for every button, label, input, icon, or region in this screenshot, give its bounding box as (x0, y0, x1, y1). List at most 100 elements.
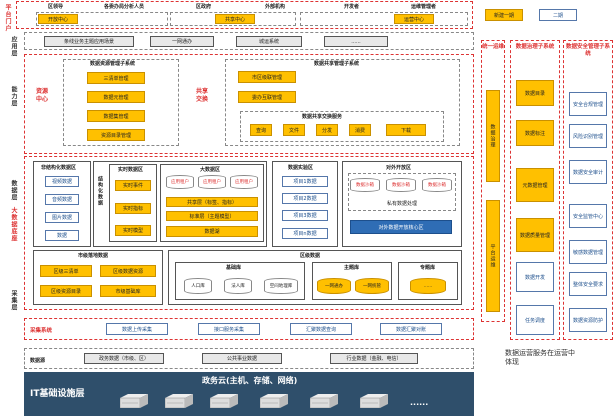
share-center-button[interactable]: 共享中心 (215, 14, 255, 24)
project-2-data: 项目2数据 (282, 193, 328, 204)
role-4: 外部机构 (265, 4, 286, 10)
ops-governance: 数据治理 (486, 90, 500, 182)
upload-collect: 数据上传采集 (106, 323, 168, 335)
collection-layer (24, 318, 474, 340)
sandbox-2: 数据沙箱 (386, 178, 416, 192)
exchange-service (240, 111, 444, 142)
infrastructure-layer (24, 372, 474, 416)
security-column (563, 40, 613, 340)
sandbox-area (348, 173, 456, 211)
audio-data: 音频数据 (45, 194, 79, 205)
bigdata-tenant-1: 应用租户 (166, 175, 194, 189)
other-data: 数据 (45, 230, 79, 241)
ops-portal-area (300, 12, 468, 26)
server-icon (120, 394, 148, 408)
application-layer (24, 32, 474, 50)
committee-link-button[interactable]: 委办互联管理 (238, 91, 296, 103)
sec-risk: 风险识别管理 (569, 124, 607, 148)
exchange-download-button[interactable]: 下载 (386, 124, 426, 136)
bigdata-share-layer: 共享层（标签、指标） (166, 197, 258, 207)
aggregate-query: 汇聚数据查询 (290, 323, 352, 335)
gov-metadata: 元数据管理 (516, 168, 554, 202)
three-list-button[interactable]: 三清单管理 (87, 72, 145, 84)
data-element-button[interactable]: 数据元管理 (87, 91, 145, 103)
server-icon (260, 394, 288, 408)
open-title: 对外开放区 (386, 165, 412, 171)
theme-one-net-serve: 一网通办 (317, 278, 351, 294)
exchange-file-button[interactable]: 文件 (283, 124, 305, 136)
realtime-title: 实时数据区 (118, 167, 144, 173)
project-1-data: 项目1数据 (282, 176, 328, 187)
open-center-button[interactable]: 开放中心 (38, 14, 78, 24)
special-library-zone (398, 262, 458, 300)
ops-center-button[interactable]: 运营中心 (394, 14, 434, 24)
exchange-consume-button[interactable]: 消费 (349, 124, 371, 136)
share-system-title: 数据共享管理子系统 (314, 61, 360, 67)
data-layer (24, 156, 474, 310)
infrastructure-label: IT基础设施层 (30, 389, 85, 399)
role-5: 开发者 (344, 4, 360, 10)
resource-center-label: 资源中心 (36, 88, 49, 103)
sec-audit: 数据安全审计 (569, 160, 607, 184)
gov-development: 数据开发 (516, 262, 554, 292)
gov-catalog: 数据目录 (516, 80, 554, 106)
collection-layer-label: 采集层 (10, 290, 17, 311)
aggregate-reconcile: 数据汇聚对账 (380, 323, 442, 335)
city-base-library: 市级基础库 (100, 285, 156, 297)
application-layer-label: 应用层 (10, 36, 17, 57)
sec-monitor: 安全监管中心 (569, 204, 607, 228)
collection-label: 采集系统 (30, 328, 53, 334)
role-1: 区领导 (48, 4, 64, 10)
realtime-metric: 实时指标 (115, 203, 151, 214)
image-data: 图片数据 (45, 212, 79, 223)
bigdata-lake: 数据湖 (166, 226, 258, 237)
gov-quality: 数据质量管理 (516, 218, 554, 252)
city-district-button[interactable]: 市区级联管理 (238, 71, 296, 83)
server-icon (210, 394, 238, 408)
open-portal-area (36, 12, 168, 26)
project-n-data: 项目n数据 (282, 228, 328, 239)
open-zone (342, 161, 462, 247)
base-library-zone (175, 262, 305, 300)
structured-zone (93, 161, 267, 247)
app-item-city-ops: 城运系统 (236, 36, 302, 47)
resource-catalog-button[interactable]: 资源目录管理 (87, 129, 145, 141)
dataset-button[interactable]: 数据集管理 (87, 110, 145, 122)
data-source-area (24, 348, 474, 369)
exchange-distribute-button[interactable]: 分发 (316, 124, 338, 136)
gov-data-source: 政务数据（市级、区） (84, 353, 164, 364)
interface-collect: 接口服务采集 (198, 323, 260, 335)
ops-note: 数据运营服务在运营中体现 (505, 349, 575, 366)
theme-one-net-manage: 一网统管 (355, 278, 389, 294)
project-title: 数据实验区 (288, 165, 314, 171)
app-item-more: ...... (324, 36, 388, 47)
server-icon (165, 394, 193, 408)
ops-platform: 平台运维 (486, 200, 500, 312)
bigdata-title: 大数据区 (200, 167, 221, 173)
share-exchange-label: 共享交换 (196, 88, 209, 103)
app-item-scenario: 条线业务主题应用场景 (44, 36, 134, 47)
server-icon (310, 394, 338, 408)
share-portal-area (170, 12, 296, 26)
exchange-query-button[interactable]: 查询 (250, 124, 272, 136)
governance-column (510, 40, 560, 340)
open-core-zone: 对外数据开放核心区 (350, 220, 452, 234)
ops-column (481, 40, 505, 322)
spatial-library: 空间地理库 (264, 278, 298, 294)
public-data-source: 公共事业数据 (202, 353, 282, 364)
project-3-data: 项目3数据 (282, 210, 328, 221)
bigdata-zone (160, 164, 264, 242)
unstructured-zone (33, 161, 91, 247)
portal-label: 平台门户 (4, 4, 11, 32)
role-3: 区政府 (196, 4, 212, 10)
capability-layer-label: 能力层 (10, 86, 17, 107)
realtime-event: 实时事件 (115, 180, 151, 191)
infrastructure-title: 政务云(主机、存储、网络) (202, 376, 298, 385)
bigdata-standard-layer: 标准层（主题模型） (166, 211, 258, 221)
bigdata-tenant-2: 应用租户 (198, 175, 226, 189)
data-source-label: 数据源 (30, 358, 46, 364)
sec-protection: 数据资源防护 (569, 308, 607, 332)
big-data-base-label: 大数据底座 (10, 207, 17, 242)
capability-layer (24, 54, 474, 154)
realtime-zone (109, 164, 157, 242)
